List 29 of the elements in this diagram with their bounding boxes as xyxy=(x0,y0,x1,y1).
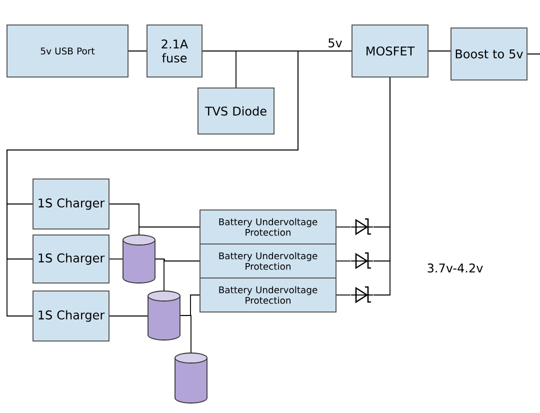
block-box: 1S Charger xyxy=(32,178,110,230)
block-box: Battery Undervoltage Protection xyxy=(200,278,336,312)
block-box: Battery Undervoltage Protection xyxy=(200,244,336,278)
block-box: Battery Undervoltage Protection xyxy=(200,210,336,244)
connector-line xyxy=(138,226,200,228)
edge-label: 5v xyxy=(326,38,344,48)
battery-cylinder xyxy=(122,234,156,284)
battery-cylinder xyxy=(148,290,180,340)
connector-line xyxy=(336,260,351,262)
battery-cylinder xyxy=(174,352,208,404)
block-box: 5v USB Port xyxy=(6,24,128,78)
connector-line xyxy=(128,50,147,52)
connector-line xyxy=(180,315,192,353)
connector-line xyxy=(164,258,200,262)
voltage-label: 3.7v-4.2v xyxy=(428,263,483,273)
connector-line xyxy=(336,226,351,228)
connector-line xyxy=(336,294,351,296)
connector-line xyxy=(6,50,298,316)
block-box: Boost to 5v xyxy=(450,28,528,80)
block-box: 1S Charger xyxy=(32,290,110,342)
connector-line xyxy=(373,77,390,296)
connector-line xyxy=(109,204,140,235)
connector-line xyxy=(109,258,123,260)
block-box: TVS Diode xyxy=(198,88,274,134)
block-box: MOSFET xyxy=(352,24,428,78)
block-box: 2.1A fuse xyxy=(146,24,202,78)
connector-line xyxy=(155,258,164,291)
connector-line xyxy=(428,50,451,52)
block-box: 1S Charger xyxy=(32,234,110,284)
